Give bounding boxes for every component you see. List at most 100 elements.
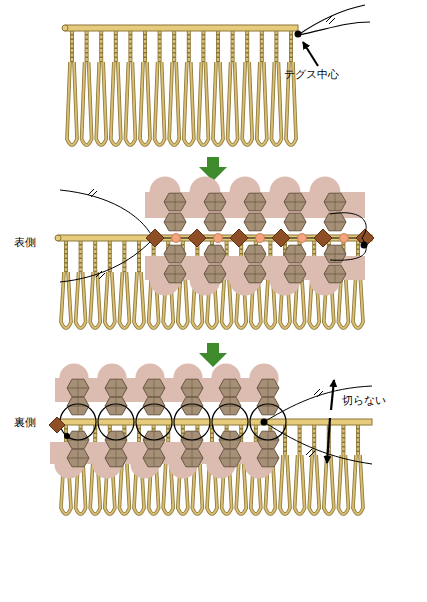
fishing-line	[264, 422, 372, 464]
thread-loop	[250, 404, 286, 440]
diamond-bead	[230, 229, 248, 247]
bicone-bead	[219, 449, 241, 467]
cord-outline	[70, 31, 74, 62]
fringe-cords	[67, 31, 296, 145]
bead-facet	[335, 193, 336, 211]
fringe-loop	[271, 62, 281, 145]
twisted-cord	[109, 241, 111, 272]
twisted-cord	[217, 31, 219, 62]
cord-outline	[312, 425, 316, 455]
fringe-loop	[198, 62, 208, 145]
fringe-loop	[119, 272, 129, 328]
diamond-bead	[272, 229, 290, 247]
thread-loop	[174, 404, 210, 440]
twisted-cord	[298, 425, 300, 455]
twisted-cord	[290, 31, 292, 62]
bead-facet	[215, 193, 216, 211]
round-bead	[172, 234, 181, 243]
twisted-cord	[123, 241, 125, 272]
cord-outline	[298, 425, 302, 455]
cord-outline	[245, 31, 249, 62]
bead-facet	[78, 379, 79, 397]
pink-scallop	[59, 363, 88, 392]
cord-outline	[64, 241, 68, 272]
fringe-cords	[61, 425, 363, 514]
cord-outline	[289, 31, 293, 62]
twisted-cord	[144, 31, 146, 62]
break-mark	[88, 189, 97, 197]
tape-end	[62, 25, 68, 31]
pink-scallop	[249, 363, 278, 392]
twisted-cord	[275, 31, 277, 62]
loop-outline	[111, 62, 121, 145]
fringe-cords	[61, 241, 363, 328]
diamond-bead	[314, 229, 332, 247]
bead-facet	[268, 379, 269, 397]
bead-facet	[154, 397, 155, 415]
pink-backing	[55, 363, 279, 402]
bicone-bead	[181, 449, 203, 467]
cord-outline	[341, 425, 345, 455]
bead-facet	[175, 265, 176, 283]
bicone-bead	[164, 213, 186, 231]
round-bead	[256, 234, 265, 243]
pink-scallop	[211, 363, 240, 392]
fringe-loop	[242, 62, 252, 145]
fringe-loop	[257, 62, 267, 145]
round-bead	[214, 234, 223, 243]
fringe-loop	[82, 62, 92, 145]
twisted-cord	[202, 31, 204, 62]
cord-outline	[137, 241, 141, 272]
twisted-cord	[85, 31, 87, 62]
twisted-cord	[100, 31, 102, 62]
twisted-cord	[71, 31, 73, 62]
callout-label: テグス中心	[284, 68, 339, 81]
bicone-bead	[219, 379, 241, 397]
loop-outline	[353, 272, 363, 328]
fishing-line	[330, 213, 366, 260]
loop-outline	[134, 272, 144, 328]
bead-facet	[175, 245, 176, 263]
bead-facet	[154, 379, 155, 397]
leader-arrow	[303, 42, 318, 66]
bicone-bead	[244, 265, 266, 283]
bead-facet	[268, 449, 269, 467]
bead-facet	[230, 397, 231, 415]
loop-outline	[67, 62, 77, 145]
leader-arrow	[327, 418, 330, 463]
loop-outline	[353, 455, 363, 514]
fringe-loop	[324, 455, 334, 514]
cord-outline	[143, 31, 147, 62]
cord-outline	[158, 31, 162, 62]
twisted-cord	[94, 241, 96, 272]
bicone-bead	[204, 245, 226, 263]
loop-outline	[213, 62, 223, 145]
bead-facet	[295, 265, 296, 283]
bead-facet	[255, 213, 256, 231]
bicone-bead	[284, 213, 306, 231]
pink-scallop	[135, 363, 164, 392]
bead-facet	[116, 449, 117, 467]
bicone-bead	[204, 265, 226, 283]
bicone-bead	[204, 213, 226, 231]
bicone-bead	[244, 213, 266, 231]
leader-arrow	[331, 380, 334, 410]
round-bead	[340, 234, 349, 243]
bead-facet	[268, 397, 269, 415]
cord-outline	[122, 241, 126, 272]
fringe-loop	[105, 272, 115, 328]
bead-facet	[116, 397, 117, 415]
twisted-cord	[342, 425, 344, 455]
tape-end	[55, 235, 61, 241]
cord-outline	[201, 31, 205, 62]
bead-facet	[192, 379, 193, 397]
twisted-cord	[188, 31, 190, 62]
bead-facet	[78, 449, 79, 467]
pink-scallop	[97, 363, 126, 392]
bead-facet	[295, 245, 296, 263]
twisted-cord	[158, 31, 160, 62]
fringe-loop	[155, 62, 165, 145]
fringe-loop	[111, 62, 121, 145]
loop-outline	[184, 62, 194, 145]
round-bead	[298, 234, 307, 243]
